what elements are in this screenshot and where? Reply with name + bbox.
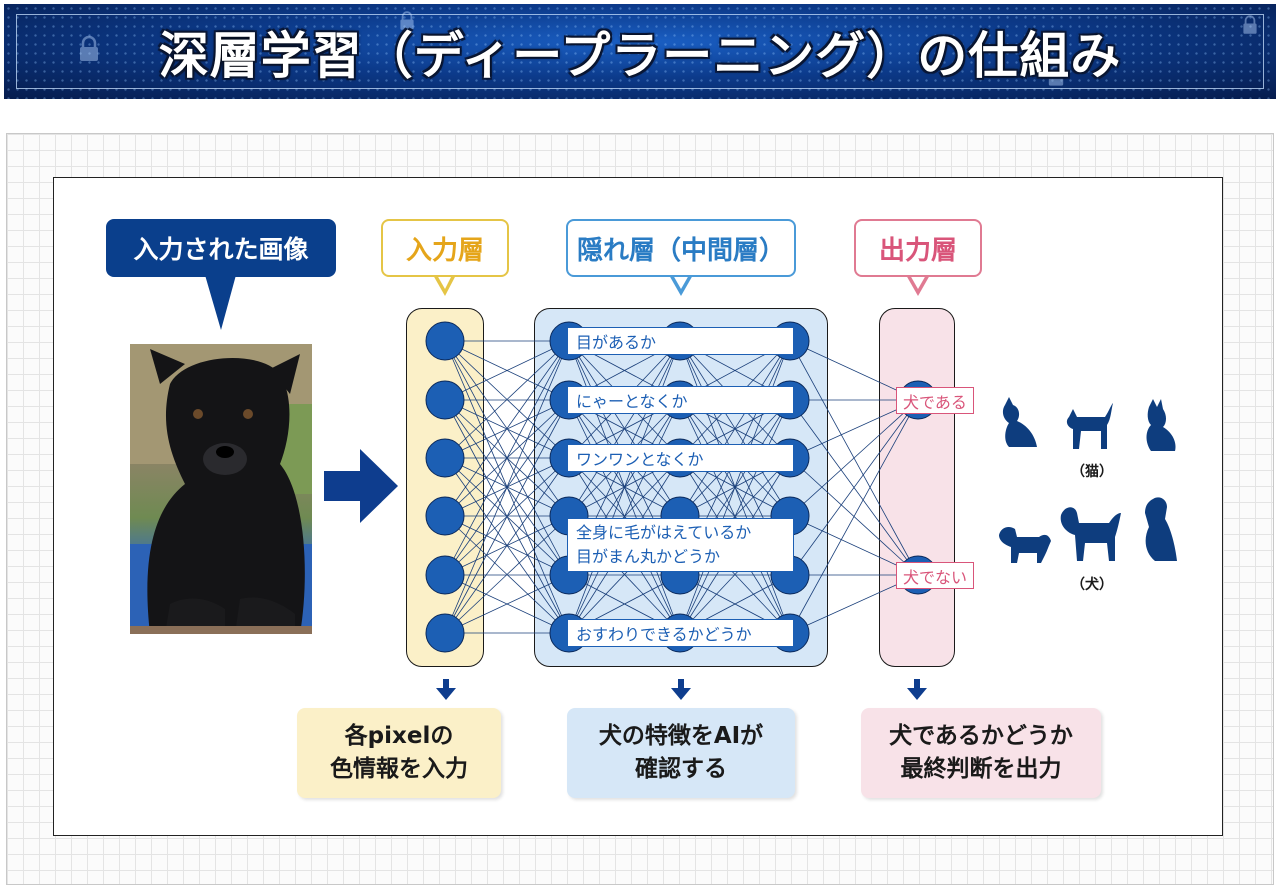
network-edge (568, 399, 681, 634)
description-line: 色情報を入力 (330, 756, 468, 782)
header-banner: 深層学習（ディープラーニング）の仕組み (4, 4, 1276, 99)
network-edge (444, 457, 570, 634)
input-node (425, 555, 465, 595)
lock-icon (1243, 15, 1257, 34)
dog-photo (130, 344, 312, 634)
network-edge (568, 340, 681, 517)
photo-bubble-tail (205, 275, 236, 330)
output-label-not-dog: 犬でない (896, 562, 975, 589)
network-nodes (425, 321, 938, 653)
input-node (425, 438, 465, 478)
banner-frame (16, 14, 1264, 89)
description-line: 犬の特徴をAIが (598, 723, 764, 749)
feature-label-multi: 全身に毛がはえているか 目がまん丸かどうか (567, 518, 794, 572)
cat-caption: （猫） (1071, 464, 1113, 480)
page-title: 深層学習（ディープラーニング）の仕組み (158, 27, 1122, 85)
feature-label: ワンワンとなくか (567, 444, 794, 472)
network-edge (444, 399, 570, 634)
output-layer-panel (879, 308, 955, 667)
description-line: 確認する (635, 756, 727, 782)
feature-text: 目がまん丸かどうか (576, 547, 721, 566)
arrow-down-icon (907, 679, 927, 700)
dog-silhouette-icon (1060, 507, 1121, 561)
cat-silhouette-icon (1066, 403, 1113, 449)
feature-label: にゃーとなくか (567, 386, 794, 414)
description-line: 犬であるかどうか (889, 723, 1073, 749)
feature-label: おすわりできるかどうか (567, 619, 794, 647)
description-line: 最終判断を出力 (900, 756, 1062, 782)
input-layer-label: 入力層 (381, 219, 509, 277)
output-layer-label: 出力層 (854, 219, 982, 277)
lock-icon (80, 35, 98, 61)
network-edge (444, 574, 570, 634)
output-label-dog: 犬である (896, 387, 974, 414)
hidden-layer-label: 隠れ層（中間層） (566, 219, 796, 277)
input-image-label: 入力された画像 (106, 219, 336, 277)
dog-photo-drawing (130, 344, 312, 634)
input-node (425, 321, 465, 361)
hidden-description-box: 犬の特徴をAIが 確認する (567, 708, 795, 798)
network-edge (789, 399, 919, 517)
network-edge (444, 340, 570, 459)
network-edge (444, 340, 570, 576)
network-edge (444, 515, 570, 634)
input-layer-panel (406, 308, 484, 667)
feature-label: 目があるか (567, 327, 794, 355)
animal-silhouettes (999, 397, 1177, 563)
network-edge (679, 399, 791, 634)
arrow-down-icon (671, 679, 691, 700)
input-description-box: 各pixelの 色情報を入力 (297, 708, 501, 798)
output-description-box: 犬であるかどうか 最終判断を出力 (861, 708, 1101, 798)
dog-silhouette-icon (999, 527, 1051, 563)
dog-caption: （犬） (1071, 577, 1113, 593)
lock-icon (1048, 65, 1064, 86)
network-edge (789, 399, 919, 634)
arrow-down-icon (436, 679, 456, 700)
network-edge (789, 399, 919, 576)
hidden-layer-panel (534, 308, 828, 667)
cat-silhouette-icon (1002, 397, 1037, 447)
input-node (425, 496, 465, 536)
input-node (425, 380, 465, 420)
arrow-right-icon (324, 449, 398, 523)
cat-silhouette-icon (1146, 399, 1176, 451)
network-edge (444, 340, 570, 401)
banner-pattern (4, 4, 1276, 99)
feature-text: 全身に毛がはえているか (576, 523, 752, 542)
dog-silhouette-icon (1145, 497, 1177, 561)
input-node (425, 613, 465, 653)
lock-icon (400, 11, 414, 30)
description-line: 各pixelの (344, 723, 454, 749)
network-edge (444, 340, 570, 517)
network-edge (679, 340, 791, 517)
network-edge (444, 340, 570, 634)
